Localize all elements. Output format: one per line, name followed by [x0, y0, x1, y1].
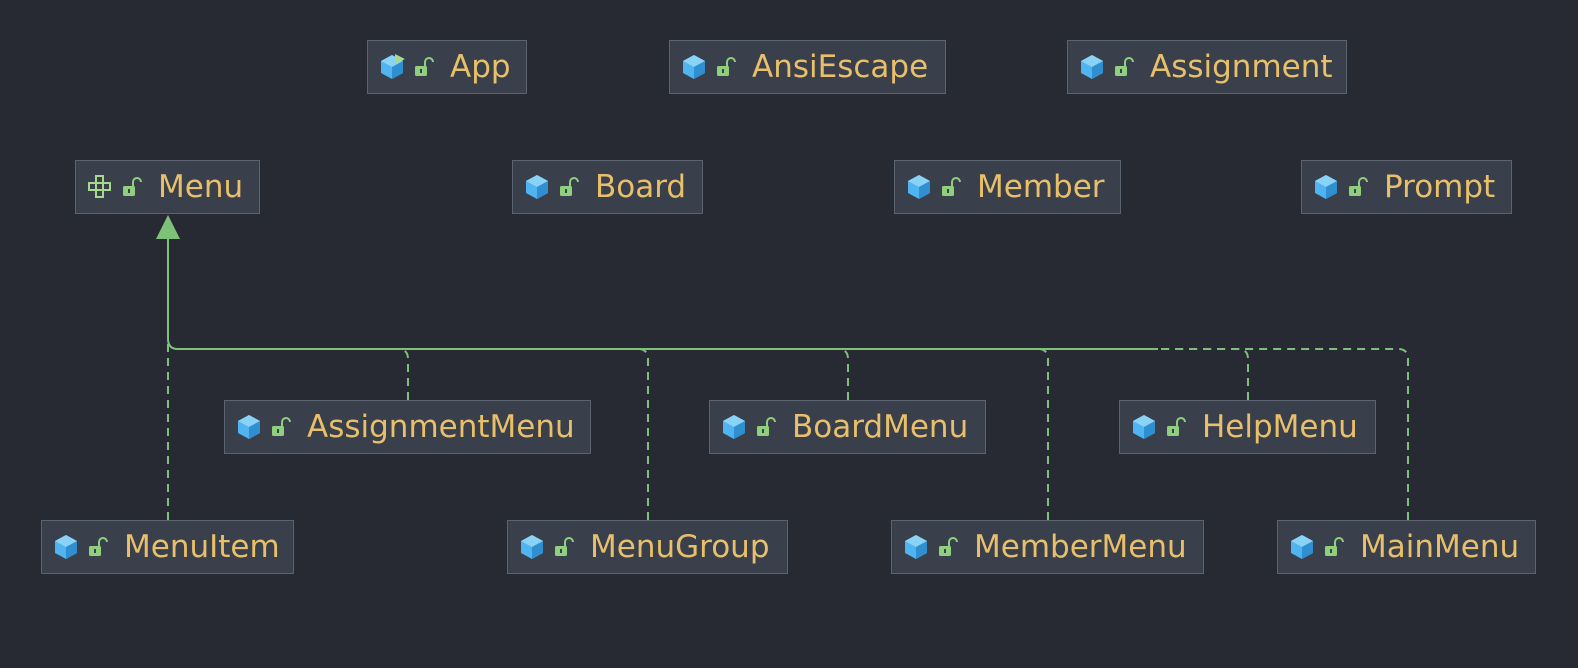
- class-icon: [905, 173, 933, 201]
- class-node-assignment[interactable]: Assignment: [1067, 40, 1347, 94]
- class-name-label: MenuGroup: [590, 529, 770, 565]
- public-lock-icon: [86, 536, 108, 558]
- class-name-label: Member: [977, 169, 1105, 205]
- class-icon: [52, 533, 80, 561]
- public-lock-icon: [714, 56, 736, 78]
- class-node-member[interactable]: Member: [894, 160, 1121, 214]
- class-icon: [720, 413, 748, 441]
- public-lock-icon: [1164, 416, 1186, 438]
- class-node-board[interactable]: Board: [512, 160, 703, 214]
- class-icon: [1078, 53, 1106, 81]
- class-node-main-menu[interactable]: MainMenu: [1277, 520, 1536, 574]
- class-node-prompt[interactable]: Prompt: [1301, 160, 1512, 214]
- class-node-ansi-escape[interactable]: AnsiEscape: [669, 40, 946, 94]
- class-node-app[interactable]: App: [367, 40, 527, 94]
- runnable-class-icon: [378, 53, 406, 81]
- public-lock-icon: [939, 176, 961, 198]
- class-node-menu[interactable]: Menu: [75, 160, 260, 214]
- public-lock-icon: [120, 176, 142, 198]
- class-name-label: App: [450, 49, 511, 85]
- class-icon: [1312, 173, 1340, 201]
- class-node-assignment-menu[interactable]: AssignmentMenu: [224, 400, 591, 454]
- public-lock-icon: [552, 536, 574, 558]
- public-lock-icon: [936, 536, 958, 558]
- public-lock-icon: [269, 416, 291, 438]
- public-lock-icon: [1322, 536, 1344, 558]
- class-icon: [1130, 413, 1158, 441]
- class-icon: [1288, 533, 1316, 561]
- edge-assignment-menu-to-menu: [178, 348, 409, 400]
- edge-help-menu-to-menu: [178, 348, 1249, 400]
- class-name-label: Assignment: [1150, 49, 1333, 85]
- class-icon: [235, 413, 263, 441]
- class-icon: [902, 533, 930, 561]
- public-lock-icon: [1112, 56, 1134, 78]
- class-name-label: MainMenu: [1360, 529, 1520, 565]
- interface-icon: [86, 173, 114, 201]
- edge-member-menu-to-menu: [178, 348, 1049, 520]
- edge-trunk: [167, 239, 1158, 350]
- class-name-label: BoardMenu: [792, 409, 969, 445]
- implements-arrowhead: [156, 215, 180, 239]
- edge-menu-group-to-menu: [178, 348, 649, 520]
- class-node-menu-group[interactable]: MenuGroup: [507, 520, 788, 574]
- public-lock-icon: [412, 56, 434, 78]
- class-name-label: AssignmentMenu: [307, 409, 575, 445]
- class-name-label: Menu: [158, 169, 244, 205]
- class-node-help-menu[interactable]: HelpMenu: [1119, 400, 1376, 454]
- class-node-menu-item[interactable]: MenuItem: [41, 520, 294, 574]
- class-name-label: AnsiEscape: [752, 49, 929, 85]
- edge-board-menu-to-menu: [178, 348, 849, 400]
- class-name-label: MenuItem: [124, 529, 280, 565]
- class-name-label: HelpMenu: [1202, 409, 1358, 445]
- class-icon: [680, 53, 708, 81]
- class-icon: [523, 173, 551, 201]
- class-node-board-menu[interactable]: BoardMenu: [709, 400, 986, 454]
- public-lock-icon: [557, 176, 579, 198]
- class-name-label: MemberMenu: [974, 529, 1187, 565]
- class-name-label: Board: [595, 169, 687, 205]
- class-icon: [518, 533, 546, 561]
- class-node-member-menu[interactable]: MemberMenu: [891, 520, 1204, 574]
- public-lock-icon: [1346, 176, 1368, 198]
- class-name-label: Prompt: [1384, 169, 1496, 205]
- edge-main-menu-to-menu: [178, 348, 1409, 520]
- public-lock-icon: [754, 416, 776, 438]
